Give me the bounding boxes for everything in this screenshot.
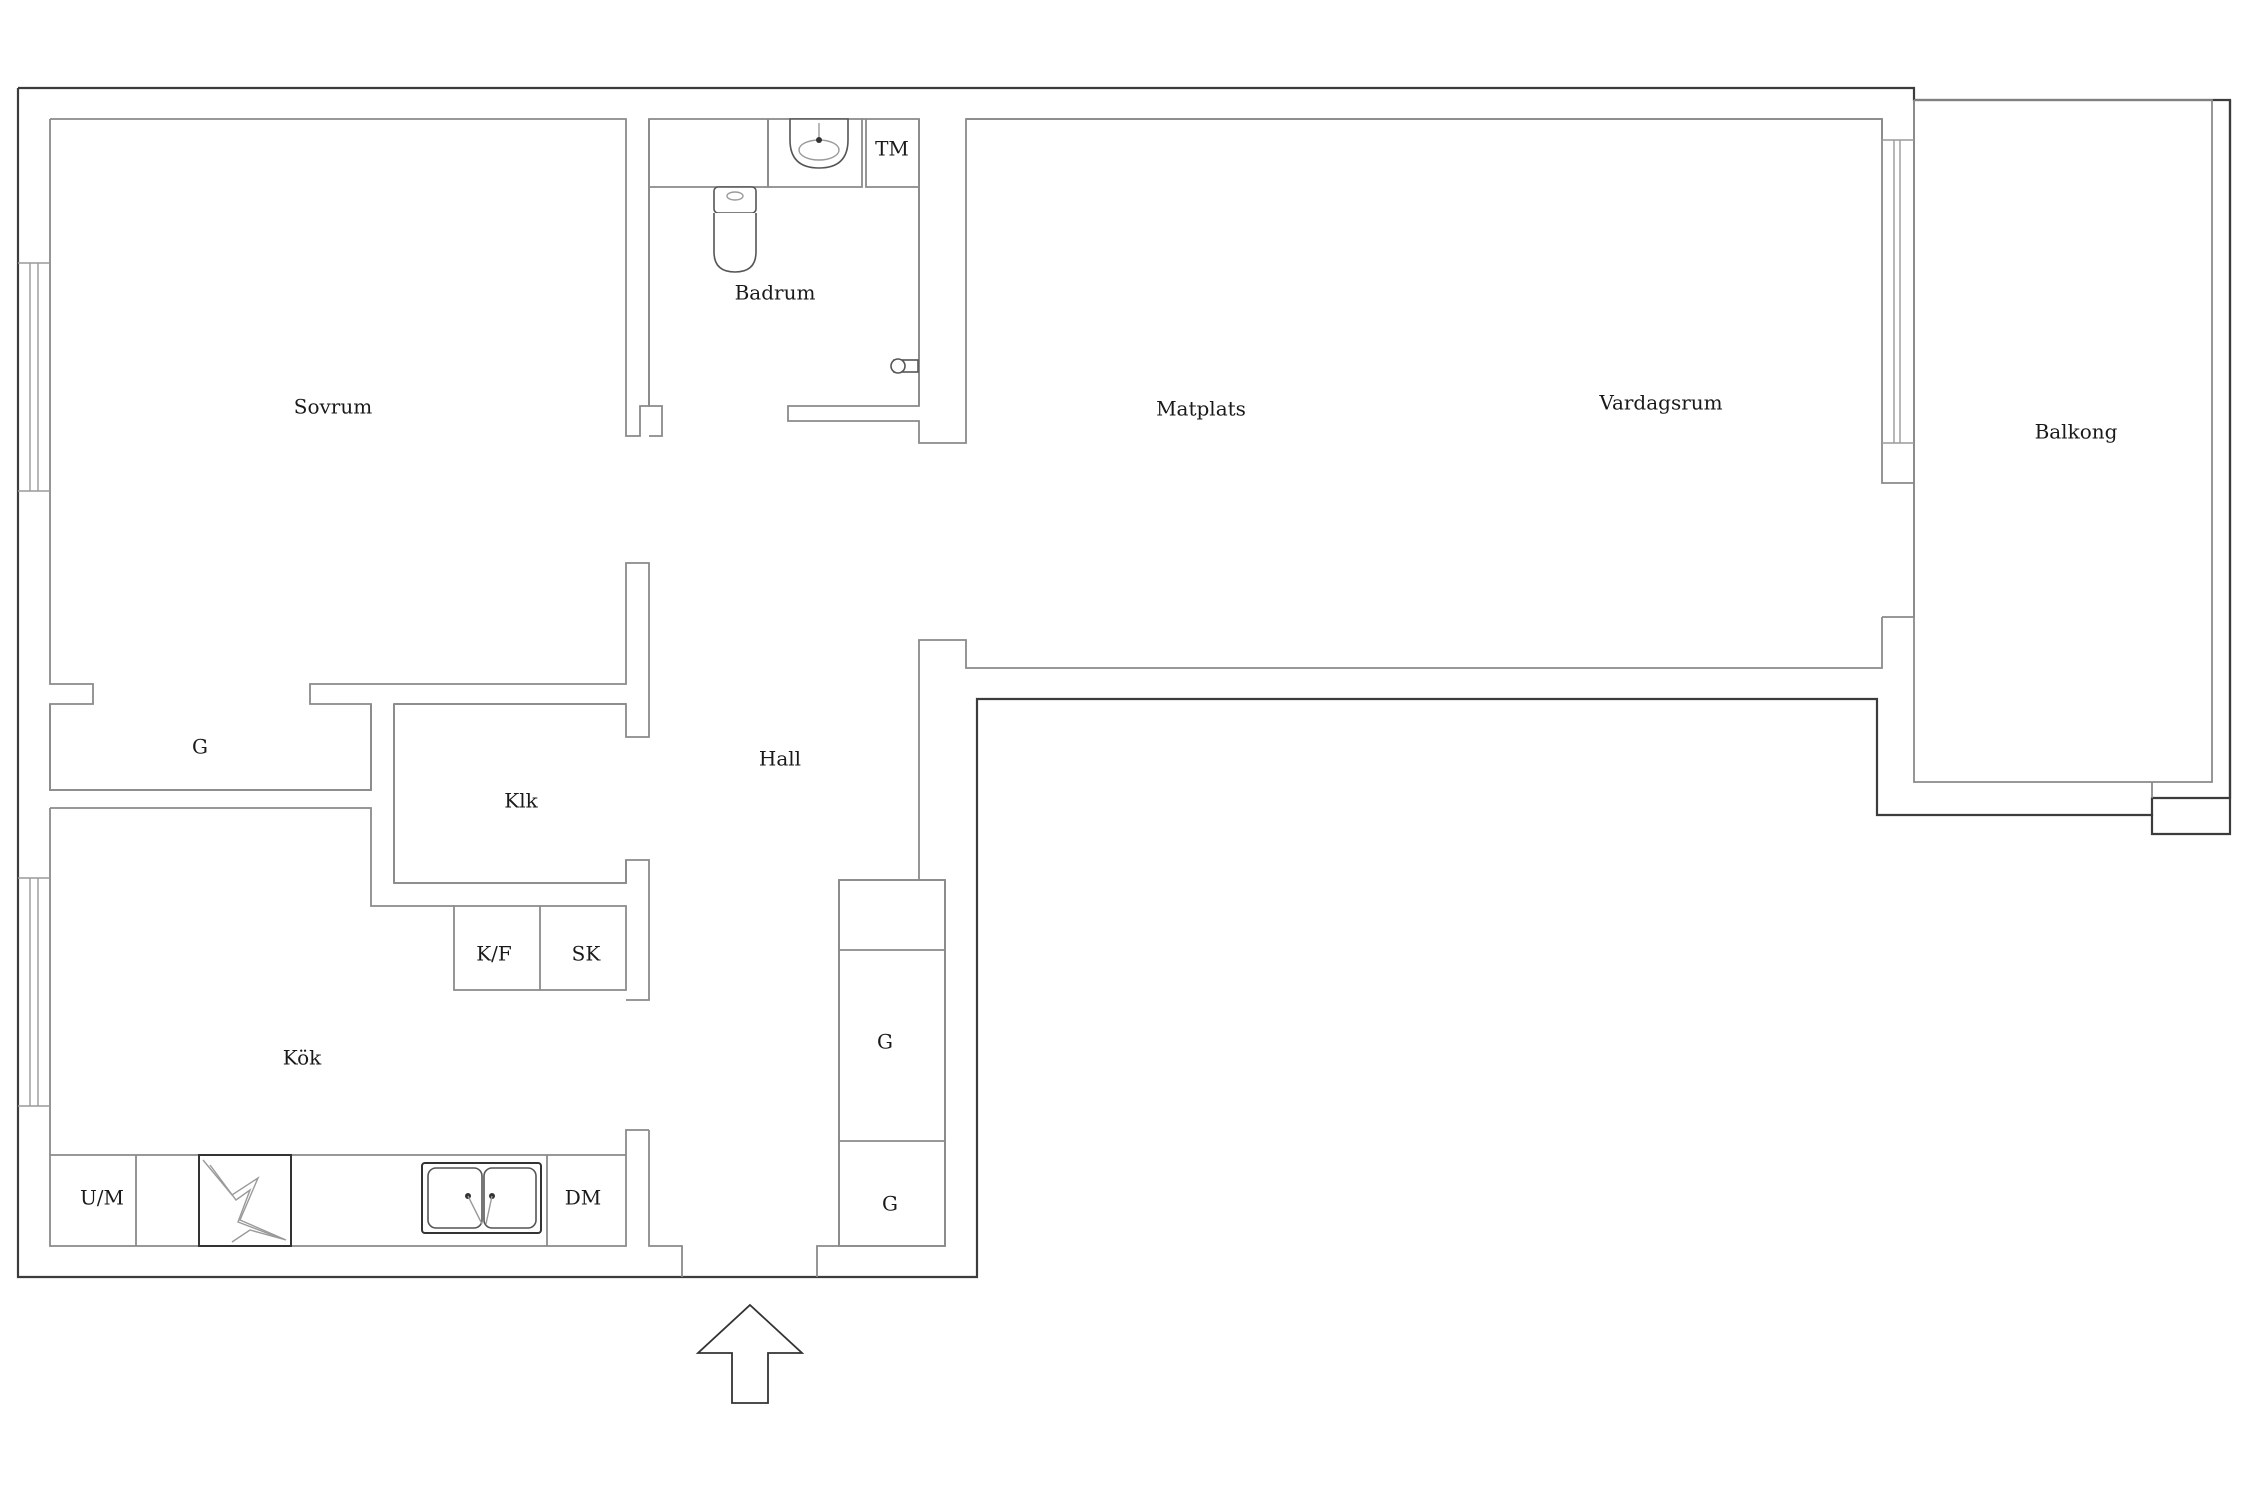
closet-g-bedroom [49, 704, 372, 791]
klk-wall [393, 703, 627, 884]
living-window [1882, 139, 1914, 444]
room-label-badrum: Badrum [735, 281, 816, 305]
room-label-g-bedroom: G [192, 735, 208, 759]
room-label-dm: DM [565, 1186, 602, 1210]
hall-lower-wall [648, 1130, 839, 1277]
sovrum-lower-wall [49, 119, 650, 1001]
hall-closets [838, 879, 946, 1247]
double-sink-icon [421, 1162, 542, 1234]
room-label-hall: Hall [759, 747, 801, 771]
room-label-matplats: Matplats [1156, 397, 1246, 421]
room-label-balkong: Balkong [2035, 420, 2118, 444]
room-label-klk: Klk [504, 789, 538, 813]
room-label-kok: Kök [283, 1046, 322, 1070]
living-wall [838, 100, 1915, 1247]
room-label-kf: K/F [476, 942, 512, 966]
room-label-um: U/M [80, 1186, 124, 1210]
kitchen-wall [49, 807, 649, 1247]
outer-wall [18, 86, 2232, 836]
outer-wall-left [16, 88, 2232, 1279]
sovrum-wall [50, 118, 863, 437]
room-label-sovrum: Sovrum [294, 395, 372, 419]
bedroom-window [18, 262, 50, 492]
room-label-g-hall-lower: G [882, 1192, 898, 1216]
stove-icon [198, 1154, 292, 1247]
room-label-sk: SK [572, 942, 602, 966]
room-label-vardagsrum: Vardagsrum [1598, 391, 1722, 415]
arrow-up-icon [695, 1303, 805, 1404]
kf-sk-cabinets [453, 905, 627, 991]
shower-icon [890, 358, 919, 374]
toilet-icon [713, 186, 757, 273]
washbasin-icon [789, 118, 849, 169]
room-label-tm: TM [875, 137, 909, 161]
balcony-outline [1913, 99, 2213, 798]
kitchen-counter [50, 1154, 626, 1246]
badrum-wall [648, 118, 920, 437]
kitchen-window [18, 877, 50, 1107]
room-label-g-hall-upper: G [877, 1030, 893, 1054]
